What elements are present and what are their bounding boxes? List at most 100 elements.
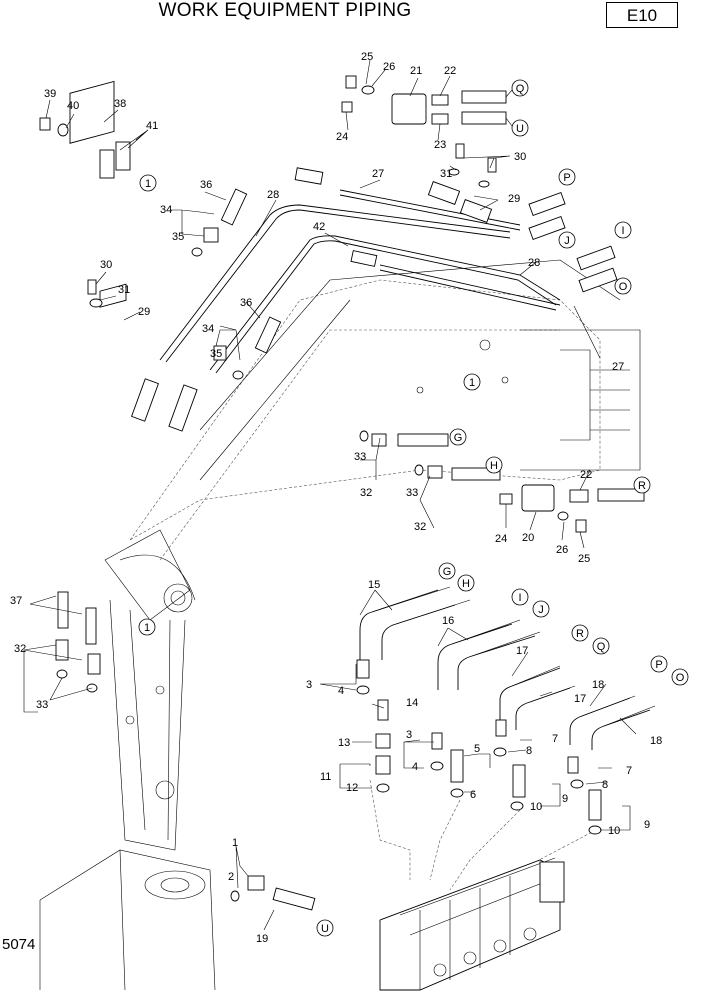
svg-text:1: 1 [469, 377, 475, 389]
drawing-reference-number: 5074 [2, 936, 36, 953]
callout-27b: 27 [612, 361, 624, 373]
callout-24a: 24 [336, 131, 348, 143]
connection-Q-bottom: Q [592, 637, 610, 655]
callout-33c: 33 [36, 699, 48, 711]
control-valve-hoses [359, 586, 656, 901]
connection-references: Q U P J I O G H [138, 79, 689, 937]
connection-U-top: U [505, 117, 529, 137]
callout-29b: 29 [138, 306, 150, 318]
svg-text:U: U [321, 923, 329, 935]
callout-28b: 28 [528, 257, 540, 269]
boom-hoses [131, 90, 645, 911]
connection-O-top: O [614, 277, 632, 295]
callout-16: 16 [442, 615, 454, 627]
callout-3a: 3 [306, 679, 312, 691]
callout-1: 1 [232, 837, 238, 849]
callout-17a: 17 [516, 645, 528, 657]
callout-25a: 25 [361, 51, 373, 63]
callout-3b: 3 [406, 729, 412, 741]
callout-34a: 34 [160, 204, 172, 216]
connection-U-bottom: U [316, 919, 334, 937]
control-valve [379, 857, 565, 991]
callout-30a: 30 [514, 151, 526, 163]
connection-P-bottom: P [650, 655, 668, 673]
connection-1-left: 1 [139, 174, 157, 192]
svg-text:J: J [564, 235, 570, 247]
connection-R-top: R [633, 476, 651, 494]
callout-20: 20 [522, 532, 534, 544]
svg-text:Q: Q [597, 641, 606, 653]
callout-28a: 28 [267, 189, 279, 201]
connection-G-top: G [449, 428, 467, 446]
callout-2: 2 [228, 871, 234, 883]
svg-text:R: R [638, 480, 646, 492]
callout-37: 37 [10, 595, 22, 607]
connection-J-bottom: J [532, 600, 550, 618]
callout-35a: 35 [172, 231, 184, 243]
connection-H-top: H [485, 456, 503, 474]
svg-text:G: G [454, 432, 463, 444]
callout-15: 15 [368, 579, 380, 591]
callout-4a: 4 [338, 685, 344, 697]
svg-text:H: H [462, 578, 470, 590]
callout-24b: 24 [495, 533, 507, 545]
callout-9a: 9 [562, 793, 568, 805]
callout-41: 41 [146, 120, 158, 132]
connection-G-bottom: G [438, 562, 456, 580]
callout-40: 40 [67, 100, 79, 112]
callout-33a: 33 [354, 451, 366, 463]
callout-18b: 18 [650, 735, 662, 747]
callout-32b: 32 [414, 521, 426, 533]
callout-8b: 8 [602, 779, 608, 791]
svg-text:I: I [621, 225, 624, 237]
callout-17b: 17 [574, 693, 586, 705]
callout-12: 12 [346, 782, 358, 794]
svg-text:H: H [490, 460, 498, 472]
leader-lines [23, 59, 637, 931]
callout-32a: 32 [360, 487, 372, 499]
connection-R-bottom: R [571, 624, 589, 642]
svg-text:I: I [518, 592, 521, 604]
connection-1-center: 1 [463, 373, 481, 391]
svg-text:Q: Q [516, 83, 525, 95]
callout-25b: 25 [578, 553, 590, 565]
callout-30b: 30 [100, 259, 112, 271]
callout-42: 42 [313, 221, 325, 233]
callout-13: 13 [338, 737, 350, 749]
connection-O-bottom: O [671, 668, 689, 686]
connection-1-arm: 1 [138, 618, 156, 636]
callout-23: 23 [434, 139, 446, 151]
callout-22b: 22 [580, 469, 592, 481]
callout-5: 5 [474, 743, 480, 755]
svg-text:G: G [443, 566, 452, 578]
callout-26a: 26 [383, 61, 395, 73]
callout-22a: 22 [444, 65, 456, 77]
callout-10a: 10 [530, 801, 542, 813]
svg-text:R: R [576, 628, 584, 640]
connection-P-top: P [558, 168, 576, 186]
connection-H-bottom: H [457, 574, 475, 592]
callout-29a: 29 [508, 193, 520, 205]
callout-32c: 32 [14, 643, 26, 655]
callout-7a: 7 [552, 733, 558, 745]
connection-J-top: J [558, 231, 576, 249]
callout-33b: 33 [406, 487, 418, 499]
callout-38: 38 [114, 98, 126, 110]
section-code-badge: E10 [606, 2, 678, 28]
callout-19: 19 [256, 933, 268, 945]
part-callouts: 39 40 38 41 36 34 35 28 27 42 25 26 21 2… [10, 51, 662, 945]
valve-adapters [356, 659, 602, 835]
callout-18a: 18 [592, 679, 604, 691]
callout-36b: 36 [240, 297, 252, 309]
callout-31b: 31 [118, 284, 130, 296]
connection-I-bottom: I [511, 588, 529, 606]
callout-39: 39 [44, 88, 56, 100]
svg-text:O: O [619, 281, 628, 293]
callout-21: 21 [410, 65, 422, 77]
callout-9b: 9 [644, 819, 650, 831]
callout-31a: 31 [440, 168, 452, 180]
fittings [39, 75, 589, 902]
callout-4b: 4 [412, 761, 418, 773]
svg-text:J: J [538, 604, 544, 616]
callout-36a: 36 [200, 179, 212, 191]
